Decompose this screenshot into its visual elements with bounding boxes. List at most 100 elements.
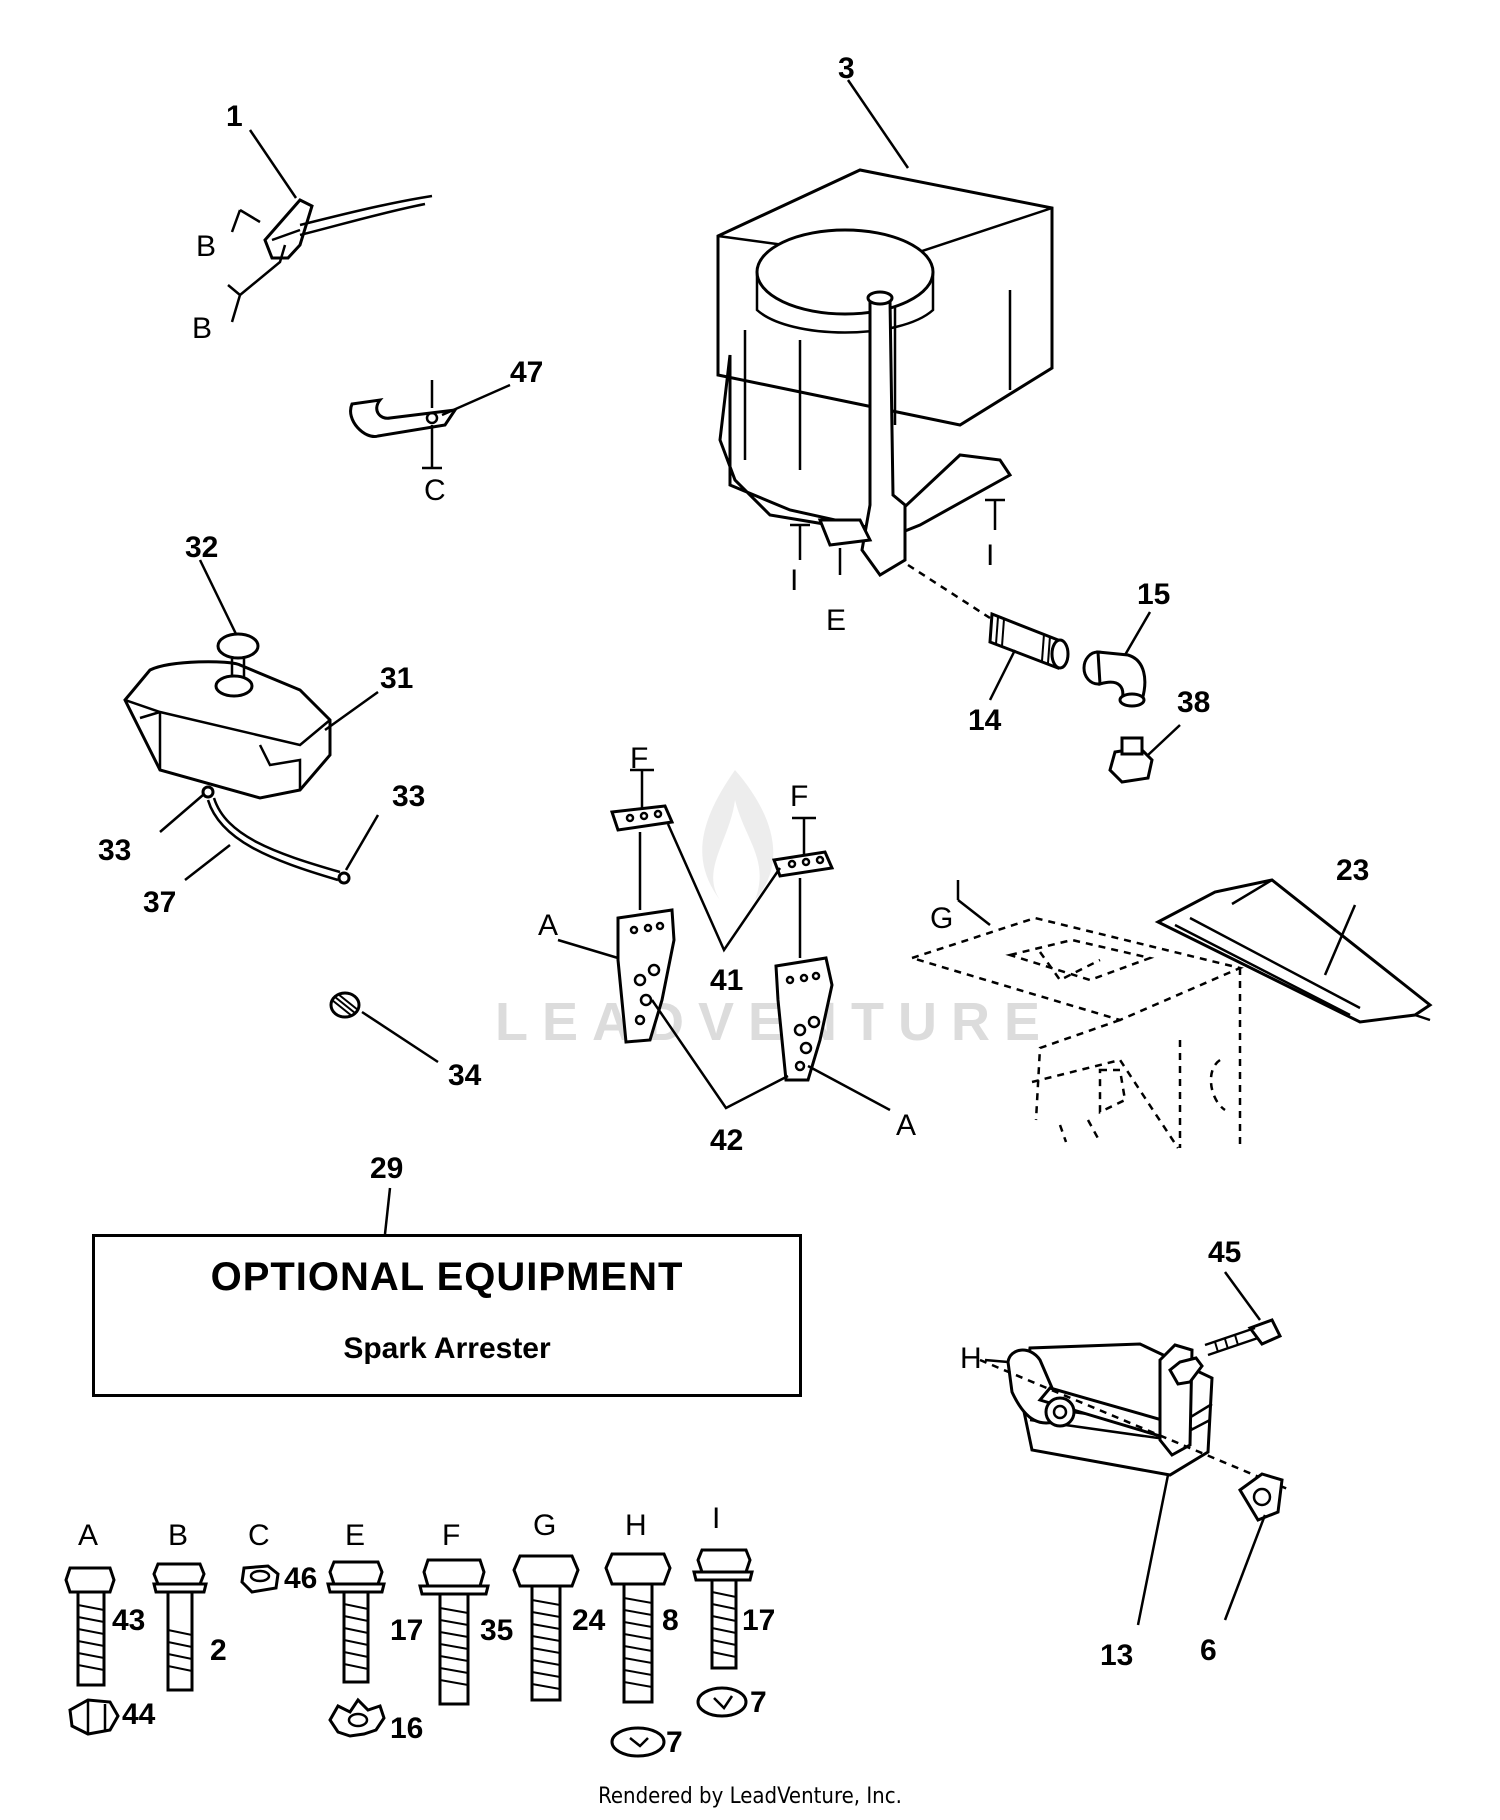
optional-equipment-box: OPTIONAL EQUIPMENT Spark Arrester: [92, 1234, 802, 1397]
leader-29: [383, 1187, 392, 1235]
hardware-e-letter: E: [345, 1519, 365, 1552]
ref-b-upper: B: [196, 230, 216, 263]
callout-13: 13: [1100, 1639, 1133, 1672]
hardware-a-bolt-43: [64, 1566, 116, 1687]
part-41-plate-left: [609, 768, 675, 832]
ref-f-right: F: [790, 780, 808, 813]
hardware-f-letter: F: [442, 1519, 460, 1552]
leader-1: [248, 129, 298, 199]
callout-29: 29: [370, 1152, 403, 1185]
hardware-f-part: 35: [480, 1614, 513, 1647]
part-34-fitting: [329, 991, 361, 1019]
part-33-clamp-right: [337, 871, 351, 885]
leader-14: [988, 649, 1017, 701]
callout-37: 37: [143, 886, 176, 919]
ref-a-right: A: [896, 1109, 916, 1142]
callout-15: 15: [1137, 578, 1170, 611]
part-41-plate-right: [771, 816, 835, 878]
part-38-plug: [1108, 736, 1154, 784]
part-3-engine: [716, 168, 1054, 577]
leader-13: [1136, 1474, 1170, 1626]
hardware-g-bolt-24: [512, 1554, 580, 1702]
hardware-e-part2: 16: [390, 1712, 423, 1745]
ref-f-left: F: [630, 742, 648, 775]
hardware-i-letter: I: [712, 1502, 720, 1535]
leader-34: [361, 1010, 439, 1064]
hardware-b-letter: B: [168, 1519, 188, 1552]
leader-15: [1123, 611, 1152, 656]
ref-h: H: [960, 1342, 982, 1375]
ref-e: E: [826, 604, 846, 637]
part-42-bracket-left: [557, 908, 676, 1044]
leader-33-left: [159, 794, 204, 833]
callout-1: 1: [226, 100, 243, 133]
part-32-fuel-cap: [214, 632, 260, 698]
hardware-a-part: 43: [112, 1604, 145, 1637]
hardware-a-part2: 44: [122, 1698, 156, 1731]
hardware-f-bolt-35: [418, 1558, 490, 1706]
ref-c: C: [424, 474, 446, 507]
hardware-c-letter: C: [248, 1519, 270, 1552]
leader-37: [184, 844, 231, 881]
leader-23: [1323, 904, 1357, 976]
hardware-e-bolt-17: [326, 1560, 386, 1684]
hardware-c-nut-46: [240, 1564, 280, 1594]
callout-6: 6: [1200, 1634, 1217, 1667]
ref-a-left: A: [538, 909, 558, 942]
callout-47: 47: [510, 356, 543, 389]
hardware-key: A 43 44 B 2 C 46: [64, 1502, 775, 1759]
callout-23: 23: [1336, 854, 1369, 887]
hardware-b-bolt-2: [152, 1562, 208, 1692]
callout-33-right: 33: [392, 780, 425, 813]
hardware-h-letter: H: [625, 1509, 647, 1542]
part-45-screw: [1168, 1318, 1283, 1386]
leader-3: [846, 79, 910, 169]
hardware-g-part: 24: [572, 1604, 606, 1637]
part-37-fuel-line: [206, 797, 341, 882]
hardware-e-lockwasher-16: [328, 1697, 386, 1738]
ref-i-left: I: [790, 564, 798, 597]
leader-38: [1147, 724, 1181, 756]
hardware-h-part2: 7: [666, 1726, 683, 1759]
callout-3: 3: [838, 52, 855, 85]
hardware-a-nut-44: [68, 1698, 120, 1736]
part-33-clamp-left: [201, 785, 215, 799]
hardware-i-bolt-17: [692, 1548, 754, 1670]
leader-31: [324, 690, 379, 732]
callout-38: 38: [1177, 686, 1210, 719]
hardware-e-part: 17: [390, 1614, 423, 1647]
part-15-elbow: [1082, 650, 1147, 708]
hardware-i-part: 17: [742, 1604, 775, 1637]
part-14-pipe-nipple: [988, 611, 1070, 670]
leader-47: [441, 383, 511, 417]
callout-42: 42: [710, 1124, 743, 1157]
part-42-bracket-right: [774, 956, 891, 1112]
footer-credit: Rendered by LeadVenture, Inc.: [598, 1784, 902, 1809]
hardware-h-part: 8: [662, 1604, 679, 1637]
callout-45: 45: [1208, 1236, 1241, 1269]
leader-6: [1223, 1514, 1267, 1621]
part-23-heat-shield: [1154, 878, 1433, 1024]
hardware-h-washer-7: [610, 1726, 666, 1758]
h-leader: [984, 1358, 1009, 1364]
ref-i-right: I: [986, 539, 994, 572]
hardware-i-part2: 7: [750, 1686, 767, 1719]
part-47-bracket: [349, 380, 459, 470]
hardware-h-bolt-8: [604, 1552, 672, 1704]
callout-41: 41: [710, 964, 743, 997]
hardware-g-letter: G: [533, 1509, 556, 1542]
callout-33-left: 33: [98, 834, 131, 867]
callout-34: 34: [448, 1059, 482, 1092]
leader-32: [198, 559, 238, 635]
callout-14: 14: [968, 704, 1002, 737]
watermark: LEADVENTURE: [495, 992, 1054, 1052]
leader-42: [650, 999, 789, 1110]
assembly-axis: [907, 563, 991, 620]
engine-bolt-refs: [790, 498, 1005, 575]
leader-33-right: [344, 814, 380, 871]
callout-31: 31: [380, 662, 413, 695]
watermark-flame-logo: [702, 770, 774, 900]
ref-b-lower: B: [192, 312, 212, 345]
leader-45: [1223, 1271, 1262, 1321]
